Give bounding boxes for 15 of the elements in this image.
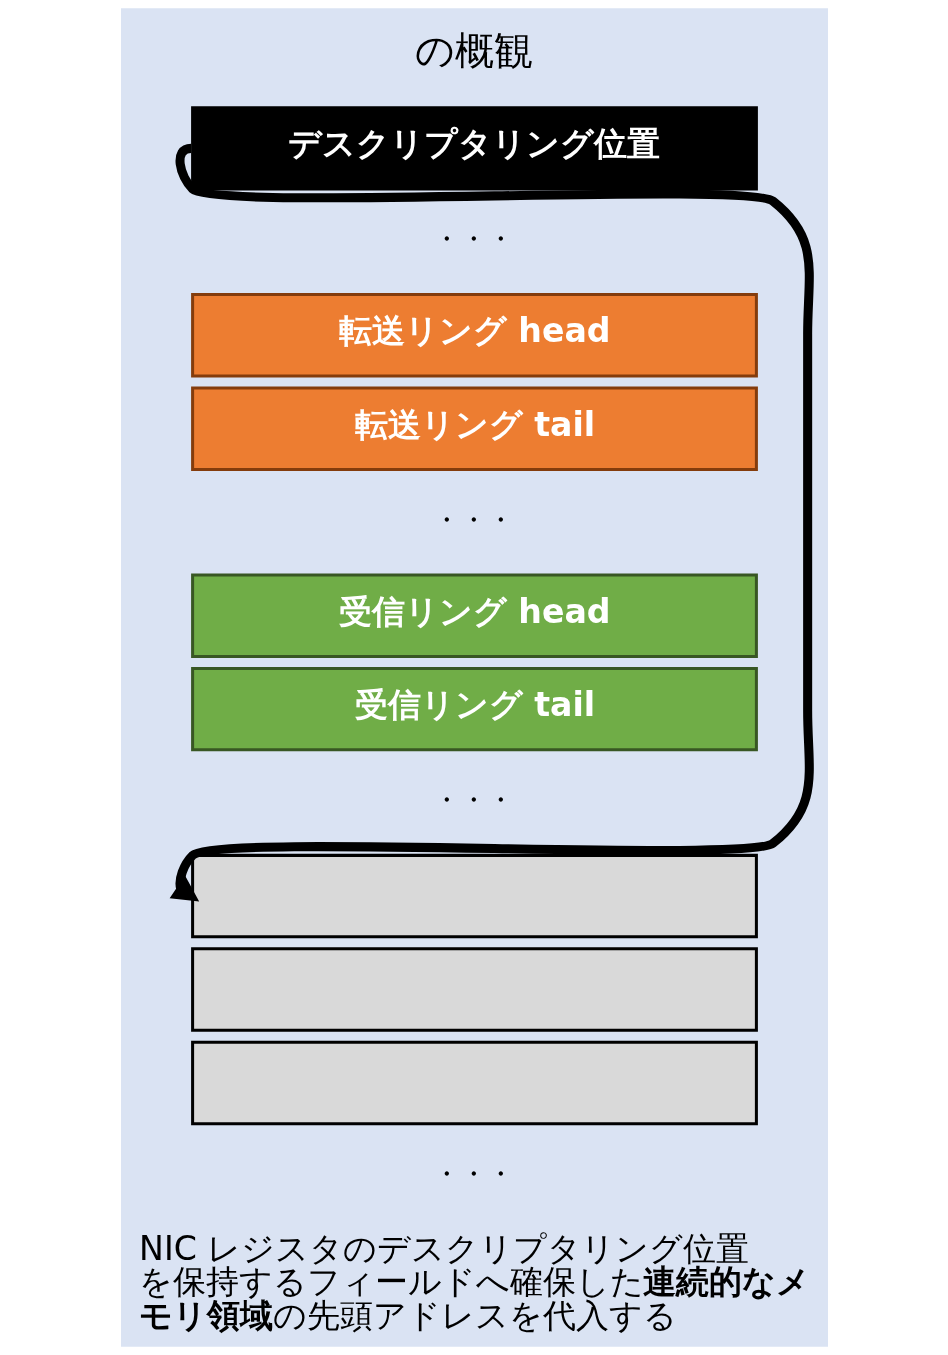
label: ・・・ (432, 1158, 514, 1190)
node-box: 転送リング tail (190, 386, 758, 471)
node-box (190, 853, 758, 939)
label: の概観 (414, 28, 533, 74)
node-box: デスクリプタリング位置 (190, 106, 758, 191)
label: ・・・ (432, 784, 514, 816)
node-box (190, 947, 758, 1032)
node-box: 受信リング tail (190, 666, 758, 752)
node-box: 転送リング head (190, 293, 758, 378)
label: NIC レジスタのデスクリプタリング位置を保持するフィールドへ確保した連続的なメモリ領域の先頭アドレスを代入する (138, 1229, 810, 1335)
arrow (169, 145, 814, 902)
node-box (190, 1040, 758, 1126)
node-box: 受信リング head (190, 573, 758, 658)
label: ・・・ (432, 223, 514, 255)
label: ・・・ (432, 503, 514, 535)
